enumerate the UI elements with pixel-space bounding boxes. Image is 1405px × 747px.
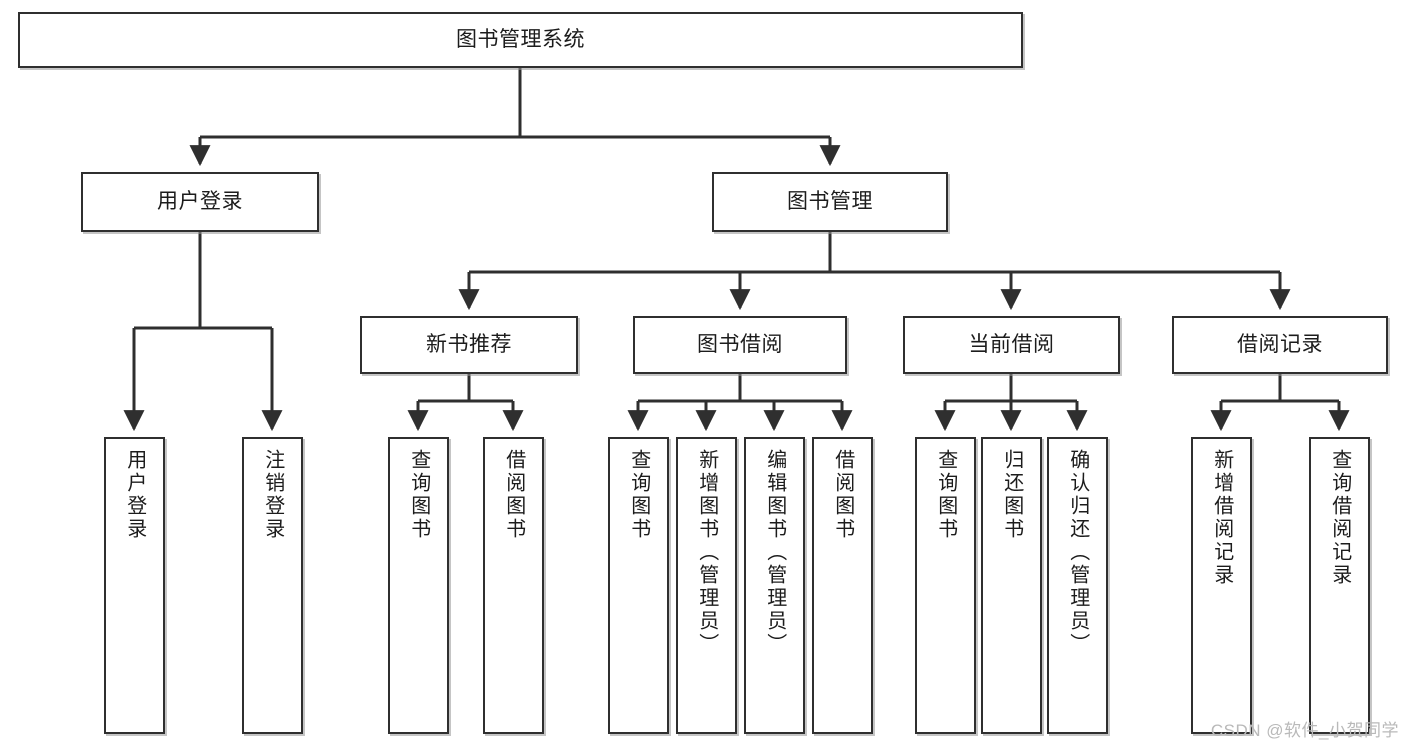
node-leaf-query-record-label: 查询借阅记录 bbox=[1328, 449, 1351, 587]
node-leaf-borrow-book-1[interactable]: 借阅图书 bbox=[483, 437, 544, 734]
node-leaf-logout-login-label: 注销登录 bbox=[261, 449, 284, 541]
node-leaf-add-book-label: 新增图书（管理员） bbox=[695, 449, 718, 656]
node-leaf-add-book[interactable]: 新增图书（管理员） bbox=[676, 437, 737, 734]
node-leaf-query-book-1[interactable]: 查询图书 bbox=[388, 437, 449, 734]
node-leaf-borrow-book-1-label: 借阅图书 bbox=[502, 449, 525, 541]
node-book-borrow-label: 图书借阅 bbox=[697, 333, 783, 357]
node-leaf-confirm-return-label: 确认归还（管理员） bbox=[1066, 449, 1089, 656]
node-leaf-borrow-book-2[interactable]: 借阅图书 bbox=[812, 437, 873, 734]
node-book-borrow[interactable]: 图书借阅 bbox=[633, 316, 847, 374]
node-leaf-user-login[interactable]: 用户登录 bbox=[104, 437, 165, 734]
node-new-book-rec-label: 新书推荐 bbox=[426, 333, 512, 357]
node-root-label: 图书管理系统 bbox=[456, 28, 585, 52]
node-leaf-query-book-3[interactable]: 查询图书 bbox=[915, 437, 976, 734]
node-leaf-query-book-1-label: 查询图书 bbox=[407, 449, 430, 541]
node-book-manage[interactable]: 图书管理 bbox=[712, 172, 948, 232]
node-leaf-logout-login[interactable]: 注销登录 bbox=[242, 437, 303, 734]
node-leaf-query-book-2-label: 查询图书 bbox=[627, 449, 650, 541]
node-leaf-return-book[interactable]: 归还图书 bbox=[981, 437, 1042, 734]
node-leaf-query-record[interactable]: 查询借阅记录 bbox=[1309, 437, 1370, 734]
node-borrow-record[interactable]: 借阅记录 bbox=[1172, 316, 1388, 374]
node-user-login[interactable]: 用户登录 bbox=[81, 172, 319, 232]
node-current-borrow-label: 当前借阅 bbox=[968, 333, 1055, 357]
node-leaf-edit-book[interactable]: 编辑图书（管理员） bbox=[744, 437, 805, 734]
node-borrow-record-label: 借阅记录 bbox=[1237, 333, 1323, 357]
node-leaf-query-book-2[interactable]: 查询图书 bbox=[608, 437, 669, 734]
node-leaf-query-book-3-label: 查询图书 bbox=[934, 449, 957, 541]
node-leaf-user-login-label: 用户登录 bbox=[123, 449, 146, 541]
node-user-login-label: 用户登录 bbox=[157, 190, 243, 214]
node-leaf-add-record-label: 新增借阅记录 bbox=[1210, 449, 1233, 587]
node-book-manage-label: 图书管理 bbox=[787, 190, 873, 214]
node-leaf-return-book-label: 归还图书 bbox=[1000, 449, 1023, 541]
node-new-book-rec[interactable]: 新书推荐 bbox=[360, 316, 578, 374]
node-leaf-edit-book-label: 编辑图书（管理员） bbox=[763, 449, 786, 656]
node-current-borrow[interactable]: 当前借阅 bbox=[903, 316, 1120, 374]
node-leaf-confirm-return[interactable]: 确认归还（管理员） bbox=[1047, 437, 1108, 734]
node-root[interactable]: 图书管理系统 bbox=[18, 12, 1023, 68]
node-leaf-borrow-book-2-label: 借阅图书 bbox=[831, 449, 854, 541]
node-leaf-add-record[interactable]: 新增借阅记录 bbox=[1191, 437, 1252, 734]
